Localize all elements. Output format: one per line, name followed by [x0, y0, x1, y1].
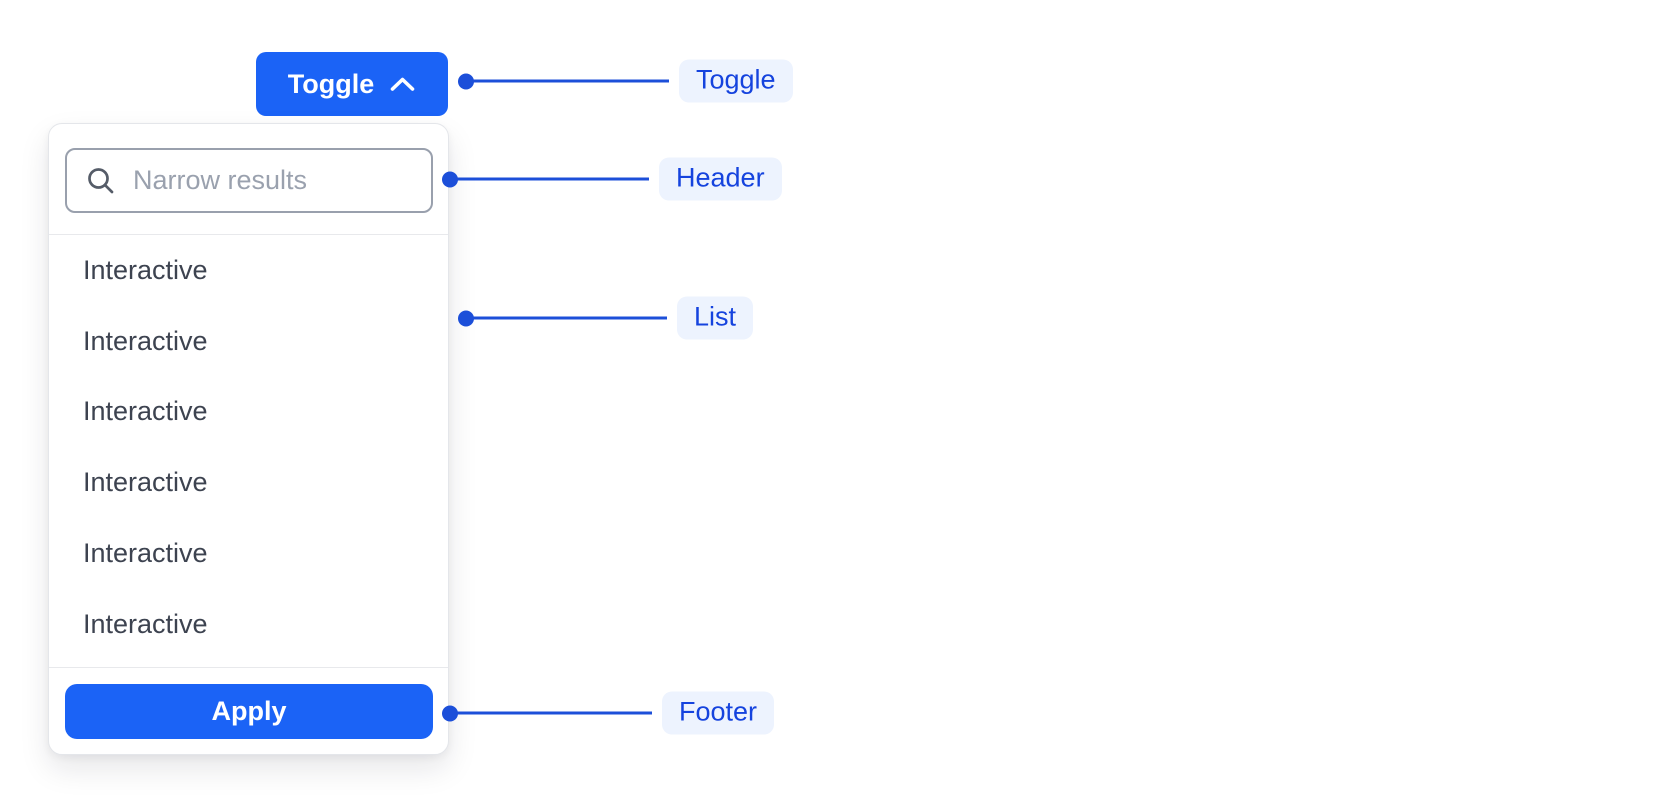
annotation-list: List: [458, 296, 754, 340]
toggle-button-label: Toggle: [287, 68, 375, 99]
toggle-button[interactable]: Toggle: [256, 52, 448, 116]
connector-line: [473, 79, 669, 83]
dropdown-footer: Apply: [49, 667, 448, 754]
dropdown-panel: Interactive Interactive Interactive Inte…: [48, 123, 449, 755]
annotation-label-list: List: [677, 296, 754, 340]
chevron-up-icon: [389, 76, 416, 93]
connector-dot: [458, 73, 474, 89]
list-item[interactable]: Interactive: [83, 396, 208, 427]
list-item[interactable]: Interactive: [83, 254, 208, 285]
apply-button[interactable]: Apply: [65, 684, 433, 739]
search-icon: [85, 165, 116, 196]
dropdown-list: Interactive Interactive Interactive Inte…: [49, 235, 448, 667]
list-item[interactable]: Interactive: [83, 538, 208, 569]
list-item[interactable]: Interactive: [83, 608, 208, 639]
annotation-header: Header: [442, 157, 782, 201]
search-input-wrapper[interactable]: [65, 148, 433, 213]
dropdown-header: [49, 124, 448, 235]
search-input[interactable]: [131, 164, 413, 197]
annotation-label-toggle: Toggle: [679, 59, 793, 103]
connector-line: [457, 711, 652, 715]
list-item[interactable]: Interactive: [83, 467, 208, 498]
list-item[interactable]: Interactive: [83, 325, 208, 356]
annotation-footer: Footer: [442, 691, 775, 735]
annotation-label-footer: Footer: [662, 691, 775, 735]
annotation-toggle: Toggle: [458, 59, 793, 103]
connector-dot: [458, 310, 474, 326]
annotation-label-header: Header: [659, 157, 782, 201]
connector-dot: [442, 171, 458, 187]
connector-line: [457, 177, 649, 181]
connector-dot: [442, 705, 458, 721]
connector-line: [473, 316, 667, 320]
